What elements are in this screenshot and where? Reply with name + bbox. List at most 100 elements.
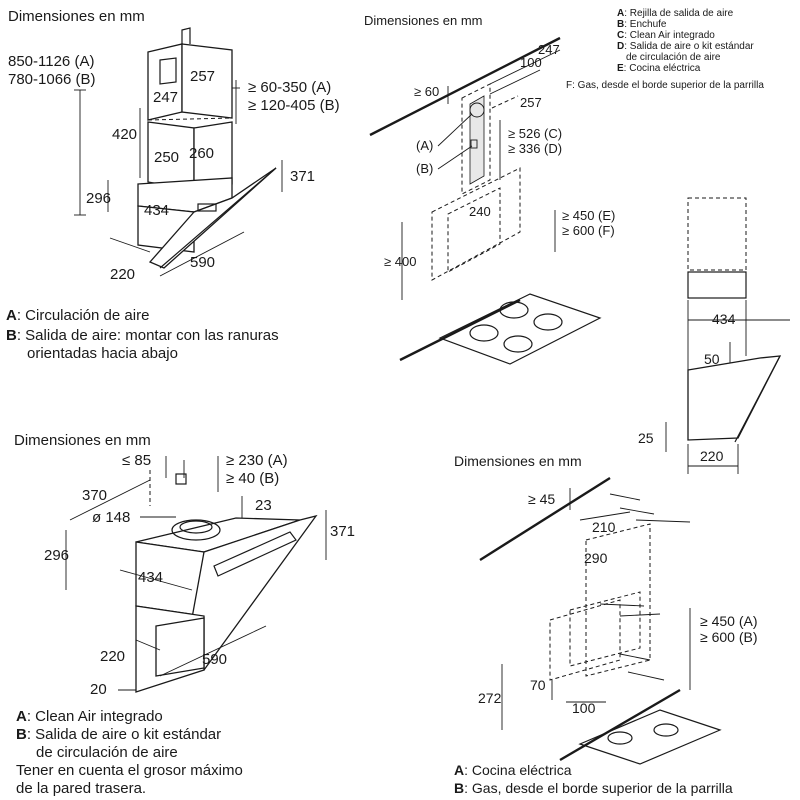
br-burner bbox=[607, 731, 633, 745]
panel-bottom-right: Dimensiones en mm ≥ 45 210 290 ≥ 450 (A)… bbox=[454, 453, 757, 796]
screw bbox=[619, 613, 661, 617]
side-dim-434: 434 bbox=[712, 311, 736, 327]
tr-dim-257: 257 bbox=[520, 95, 542, 110]
br-note-a: A: Cocina eléctrica bbox=[454, 762, 572, 778]
gap-b-label: ≥ 120-405 (B) bbox=[248, 97, 340, 114]
wall-base-line bbox=[399, 298, 521, 362]
br-hood-inner-outline bbox=[569, 591, 641, 667]
bl-dim-220: 220 bbox=[100, 648, 125, 665]
dim-420: 420 bbox=[112, 126, 137, 143]
bl-dim-371: 371 bbox=[330, 523, 355, 540]
tr-dim-257-line bbox=[491, 95, 519, 109]
tr-dim-240: 240 bbox=[469, 204, 491, 219]
side-dim-25: 25 bbox=[638, 430, 654, 446]
burner bbox=[499, 301, 529, 319]
bl-back-plate bbox=[155, 617, 205, 677]
screw bbox=[599, 603, 645, 607]
br-dim-210: 210 bbox=[592, 519, 616, 535]
dim-220-line bbox=[109, 237, 151, 253]
dim-260: 260 bbox=[189, 145, 214, 162]
chimney-slot bbox=[159, 57, 177, 85]
dim-590: 590 bbox=[190, 254, 215, 271]
bl-air-outlet bbox=[171, 519, 221, 541]
bl-dim-370: 370 bbox=[82, 487, 107, 504]
dim-257: 257 bbox=[190, 68, 215, 85]
side-dim-220: 220 bbox=[700, 448, 724, 464]
bl-dim-590-line bbox=[159, 625, 267, 677]
tr-dim-247-line bbox=[489, 49, 561, 85]
note-a: A: Circulación de aire bbox=[6, 307, 149, 324]
bl-gap-a: ≥ 230 (A) bbox=[226, 452, 288, 469]
br-dim-210-line bbox=[579, 511, 631, 521]
br-dim-272: 272 bbox=[478, 690, 502, 706]
bl-note-c: Tener en cuenta el grosor máximo bbox=[16, 762, 243, 779]
br-ceiling-line bbox=[479, 476, 611, 562]
burner bbox=[469, 324, 499, 342]
note-b-text: : Salida de aire: montar con las ranuras bbox=[17, 327, 279, 344]
br-chimney-outline bbox=[585, 523, 651, 677]
note-a-text: : Circulación de aire bbox=[17, 307, 150, 324]
bl-dim-23: 23 bbox=[255, 497, 272, 514]
side-hood-profile bbox=[687, 355, 782, 441]
gap-c-label: ≥ 526 (C) bbox=[508, 126, 562, 141]
legend-row-d: D: Salida de aire o kit estándar bbox=[617, 41, 754, 52]
bl-note-b: B: Salida de aire o kit estándar bbox=[16, 726, 221, 743]
panel-br-title: Dimensiones en mm bbox=[454, 453, 582, 469]
panel-bl-title: Dimensiones en mm bbox=[14, 432, 151, 449]
gap-f-label: ≥ 600 (F) bbox=[562, 223, 615, 238]
side-glass-edge bbox=[734, 355, 781, 443]
callout-b-leader bbox=[437, 145, 473, 170]
bl-dim-296: 296 bbox=[44, 547, 69, 564]
range-a-label: 850-1126 (A) bbox=[8, 53, 94, 70]
callout-a: (A) bbox=[416, 138, 433, 153]
burner bbox=[503, 335, 533, 353]
range-b-label: 780-1066 (B) bbox=[8, 71, 96, 88]
hood-outline bbox=[431, 167, 521, 281]
screw bbox=[619, 507, 655, 515]
side-dim-50: 50 bbox=[704, 351, 720, 367]
side-chimney-joint bbox=[687, 271, 747, 299]
side-chimney-upper bbox=[687, 197, 747, 271]
bl-dim-434: 434 bbox=[138, 569, 163, 586]
air-grille-a bbox=[469, 102, 485, 118]
bl-note-b-text2: de circulación de aire bbox=[36, 744, 178, 761]
dim-371: 371 bbox=[290, 168, 315, 185]
legend-row-a: A: Rejilla de salida de aire bbox=[617, 8, 734, 19]
legend-row-d2: de circulación de aire bbox=[626, 52, 721, 63]
bl-dim-85: ≤ 85 bbox=[122, 452, 151, 469]
br-dim-45: ≥ 45 bbox=[528, 491, 555, 507]
legend-row-b: B: Enchufe bbox=[617, 19, 667, 30]
chimney-upper-front bbox=[147, 43, 183, 121]
tr-dim-100: 100 bbox=[520, 55, 542, 70]
panel-tr-title: Dimensiones en mm bbox=[364, 13, 483, 28]
legend: A: Rejilla de salida de aire B: Enchufe … bbox=[566, 8, 764, 91]
bl-gap-b: ≥ 40 (B) bbox=[226, 470, 279, 487]
hood-inner-outline bbox=[447, 187, 501, 273]
tr-dim-60: ≥ 60 bbox=[414, 84, 439, 99]
bl-dim-434-line bbox=[119, 569, 193, 591]
gap-e-label: ≥ 450 (E) bbox=[562, 208, 615, 223]
screw bbox=[619, 653, 651, 661]
bl-air-outlet-inner bbox=[179, 520, 213, 534]
dim-590-line bbox=[159, 231, 245, 277]
bl-dim-590: 590 bbox=[202, 651, 227, 668]
panel-top-right: Dimensiones en mm A: Rejilla de salida d… bbox=[364, 8, 764, 365]
legend-row-e: E: Cocina eléctrica bbox=[617, 63, 701, 74]
br-dim-290: 290 bbox=[584, 550, 608, 566]
ceiling-line bbox=[369, 36, 561, 137]
legend-row-f: F: Gas, desde el borde superior de la pa… bbox=[566, 80, 764, 91]
note-b-key: B bbox=[6, 327, 17, 344]
screw bbox=[635, 519, 691, 523]
br-dim-100: 100 bbox=[572, 700, 596, 716]
gap-d-label: ≥ 336 (D) bbox=[508, 141, 562, 156]
br-note-b: B: Gas, desde el borde superior de la pa… bbox=[454, 780, 733, 796]
gap-a-label: ≥ 60-350 (A) bbox=[248, 79, 331, 96]
chimney-zone bbox=[461, 83, 491, 195]
br-cooktop bbox=[578, 709, 722, 765]
dim-247: 247 bbox=[153, 89, 178, 106]
tr-dim-400: ≥ 400 bbox=[384, 254, 416, 269]
br-gap-a: ≥ 450 (A) bbox=[700, 613, 757, 629]
dim-220: 220 bbox=[110, 266, 135, 283]
